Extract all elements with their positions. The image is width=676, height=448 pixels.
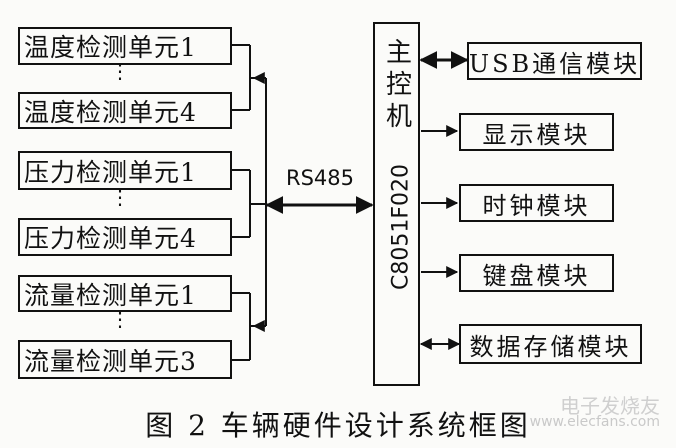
pressure-unit-1-box: 压力检测单元1 <box>18 151 232 190</box>
main-controller-role-text: 主控机 <box>381 38 412 134</box>
temp-ellipsis: ⋮ <box>110 59 130 83</box>
flow-unit-1-label: 流量检测单元1 <box>24 280 197 310</box>
main-controller-box <box>373 22 420 386</box>
watermark: 电子发烧友 www.elecfans.com <box>529 394 660 430</box>
temp-unit-4-box: 温度检测单元4 <box>18 92 232 129</box>
temp-unit-4-label: 温度检测单元4 <box>24 97 197 127</box>
watermark-main: 电子发烧友 <box>560 394 660 418</box>
pressure-unit-4-box: 压力检测单元4 <box>18 218 232 256</box>
clock-module-box: 时钟模块 <box>459 184 614 222</box>
watermark-url: www.elecfans.com <box>529 414 660 430</box>
usb-module-box: USB通信模块 <box>467 42 642 80</box>
figure-caption: 图 2 车辆硬件设计系统框图 <box>145 409 531 442</box>
storage-module-box: 数据存储模块 <box>459 324 642 364</box>
main-controller-role: 主控机 <box>373 38 420 134</box>
keyboard-module-box: 键盘模块 <box>459 254 614 292</box>
flow-unit-1-box: 流量检测单元1 <box>18 275 232 312</box>
usb-module-label: USB通信模块 <box>468 49 641 78</box>
flow-unit-3-label: 流量检测单元3 <box>24 346 197 376</box>
flow-unit-3-box: 流量检测单元3 <box>18 340 232 379</box>
temp-unit-1-box: 温度检测单元1 <box>18 27 232 65</box>
keyboard-module-label: 键盘模块 <box>482 261 591 290</box>
flow-ellipsis: ⋮ <box>110 307 130 331</box>
display-module-box: 显示模块 <box>459 113 614 151</box>
pressure-ellipsis: ⋮ <box>110 185 130 209</box>
temp-unit-1-label: 温度检测单元1 <box>24 33 197 62</box>
clock-module-label: 时钟模块 <box>482 191 591 220</box>
main-controller-chip-name: C8051F020 <box>388 164 414 290</box>
storage-module-label: 数据存储模块 <box>469 332 632 361</box>
display-module-label: 显示模块 <box>482 120 591 149</box>
pressure-unit-4-label: 压力检测单元4 <box>24 224 197 253</box>
rs485-bus-label: RS485 <box>286 166 355 190</box>
pressure-unit-1-label: 压力检测单元1 <box>24 157 197 187</box>
